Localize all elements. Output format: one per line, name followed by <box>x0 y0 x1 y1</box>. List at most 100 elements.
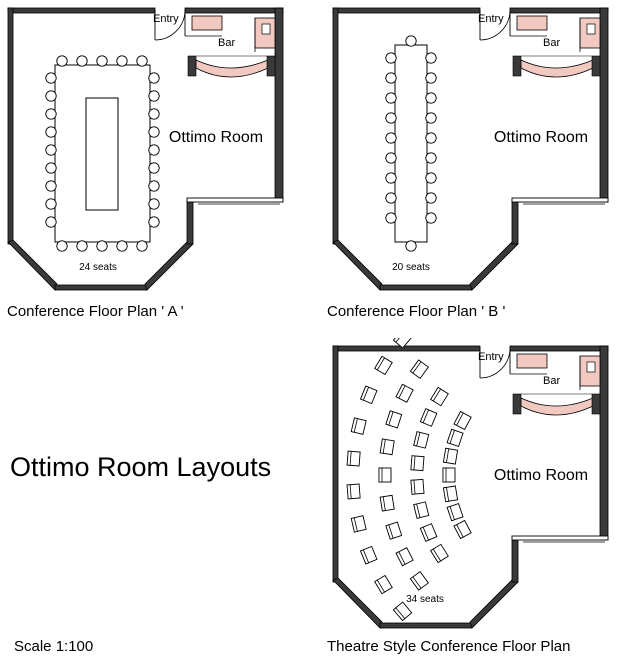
bar-end-right <box>591 393 601 415</box>
theatre-chair <box>395 383 414 403</box>
bar-label: Bar <box>543 37 560 49</box>
chair <box>405 35 417 47</box>
seats-label: 20 seats <box>392 262 430 273</box>
chair-back <box>385 524 394 540</box>
theatre-chair <box>379 494 395 512</box>
chair-back <box>453 524 464 539</box>
chair-back <box>395 551 406 567</box>
theatre-chair <box>346 450 361 467</box>
chair <box>56 240 68 252</box>
chair-back <box>379 438 386 454</box>
wall-right <box>274 7 284 203</box>
bar-end-left <box>512 55 522 77</box>
chair-back <box>374 579 386 595</box>
entry-label: Entry <box>153 13 179 25</box>
theatre-chair <box>453 519 472 540</box>
chair-back <box>374 355 386 371</box>
theatre-chair <box>442 467 456 483</box>
bar-end-left <box>187 55 197 77</box>
scale-label: Scale 1:100 <box>14 638 94 655</box>
wall-left <box>332 7 339 245</box>
theatre-chair <box>385 410 403 429</box>
chair <box>45 216 57 228</box>
chair <box>425 212 437 224</box>
chair <box>385 112 397 124</box>
chair <box>148 216 160 228</box>
bar-back-counter <box>516 353 548 369</box>
plan-a-caption: Conference Floor Plan ' A ' <box>7 303 184 320</box>
plan-theatre-caption: Theatre Style Conference Floor Plan <box>327 638 571 655</box>
wall-bottom-left <box>332 577 383 629</box>
chair-back <box>346 484 352 500</box>
chair-back <box>350 417 358 433</box>
wall-bottom-left <box>7 239 58 291</box>
wall-right <box>599 7 609 203</box>
bar-end-right <box>591 55 601 77</box>
theatre-chair <box>446 503 464 522</box>
chair <box>76 55 88 67</box>
wall-bottom <box>379 284 473 291</box>
door-swing <box>479 9 511 41</box>
theatre-chair <box>453 410 472 431</box>
chair-back <box>385 410 394 426</box>
chair-back <box>378 467 383 483</box>
bar-sink <box>586 23 596 35</box>
wall-notch-vertical <box>186 199 194 245</box>
theatre-chair <box>374 355 393 376</box>
seats-label: 24 seats <box>79 262 117 273</box>
bar-end-left <box>512 393 522 415</box>
wall-bottom <box>54 284 148 291</box>
chair <box>76 240 88 252</box>
chair <box>385 212 397 224</box>
chair <box>96 55 108 67</box>
entry-label: Entry <box>478 351 504 363</box>
room-label: Ottimo Room <box>494 129 588 146</box>
wall-notch-horizontal <box>186 197 284 203</box>
wall-notch-vertical <box>511 199 519 245</box>
bar-label: Bar <box>218 37 235 49</box>
wall-top-right <box>184 7 284 14</box>
chair-seat <box>392 338 413 349</box>
chair <box>45 180 57 192</box>
bar-end-right <box>266 55 276 77</box>
bar-sink <box>586 361 596 373</box>
chair-back <box>395 383 406 399</box>
chair <box>148 162 160 174</box>
chair <box>96 240 108 252</box>
chair-back <box>419 526 430 542</box>
chair <box>425 132 437 144</box>
chair <box>45 144 57 156</box>
theatre-chair <box>446 428 464 447</box>
chair <box>425 152 437 164</box>
chair-back <box>360 549 370 565</box>
wall-bottom-left <box>332 239 383 291</box>
chair <box>425 92 437 104</box>
theatre-chair <box>346 483 361 500</box>
wall-top-left <box>332 7 481 14</box>
chair <box>45 108 57 120</box>
chair-back <box>392 338 406 343</box>
chair-back <box>410 479 416 495</box>
chair-back <box>430 386 442 402</box>
chair <box>385 92 397 104</box>
chair <box>385 192 397 204</box>
chair <box>45 162 57 174</box>
chair-back <box>409 576 422 591</box>
chair <box>148 180 160 192</box>
chair <box>425 112 437 124</box>
wall-right <box>599 345 609 541</box>
table-centre-void <box>85 97 119 211</box>
chair <box>45 72 57 84</box>
theatre-chair <box>419 408 438 427</box>
chair <box>148 198 160 210</box>
chair-back <box>443 447 450 464</box>
chair <box>116 240 128 252</box>
theatre-chair <box>350 515 367 533</box>
theatre-chair <box>409 359 429 380</box>
theatre-chair <box>419 523 438 542</box>
theatre-chair <box>374 574 393 595</box>
chair <box>148 90 160 102</box>
